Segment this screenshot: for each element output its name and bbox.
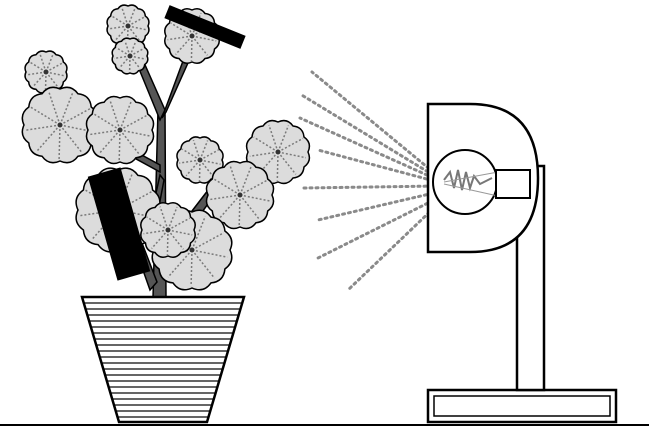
leaf xyxy=(245,119,311,185)
bulb-socket xyxy=(495,169,531,199)
leaf xyxy=(176,136,224,184)
plant-leaves xyxy=(21,4,311,291)
leaf xyxy=(21,86,99,164)
leaf xyxy=(106,4,150,48)
light-rays xyxy=(298,70,440,292)
light-bulb xyxy=(432,149,498,215)
leaf xyxy=(140,202,196,258)
potted-plant xyxy=(21,4,311,424)
leaf xyxy=(85,95,155,165)
flower-pot xyxy=(80,295,246,424)
leaf xyxy=(111,37,149,75)
opaque-strip-side xyxy=(87,167,151,281)
leaf xyxy=(24,50,68,94)
lamp xyxy=(426,102,618,424)
leaf xyxy=(205,160,275,230)
opaque-strip-top xyxy=(164,5,246,49)
